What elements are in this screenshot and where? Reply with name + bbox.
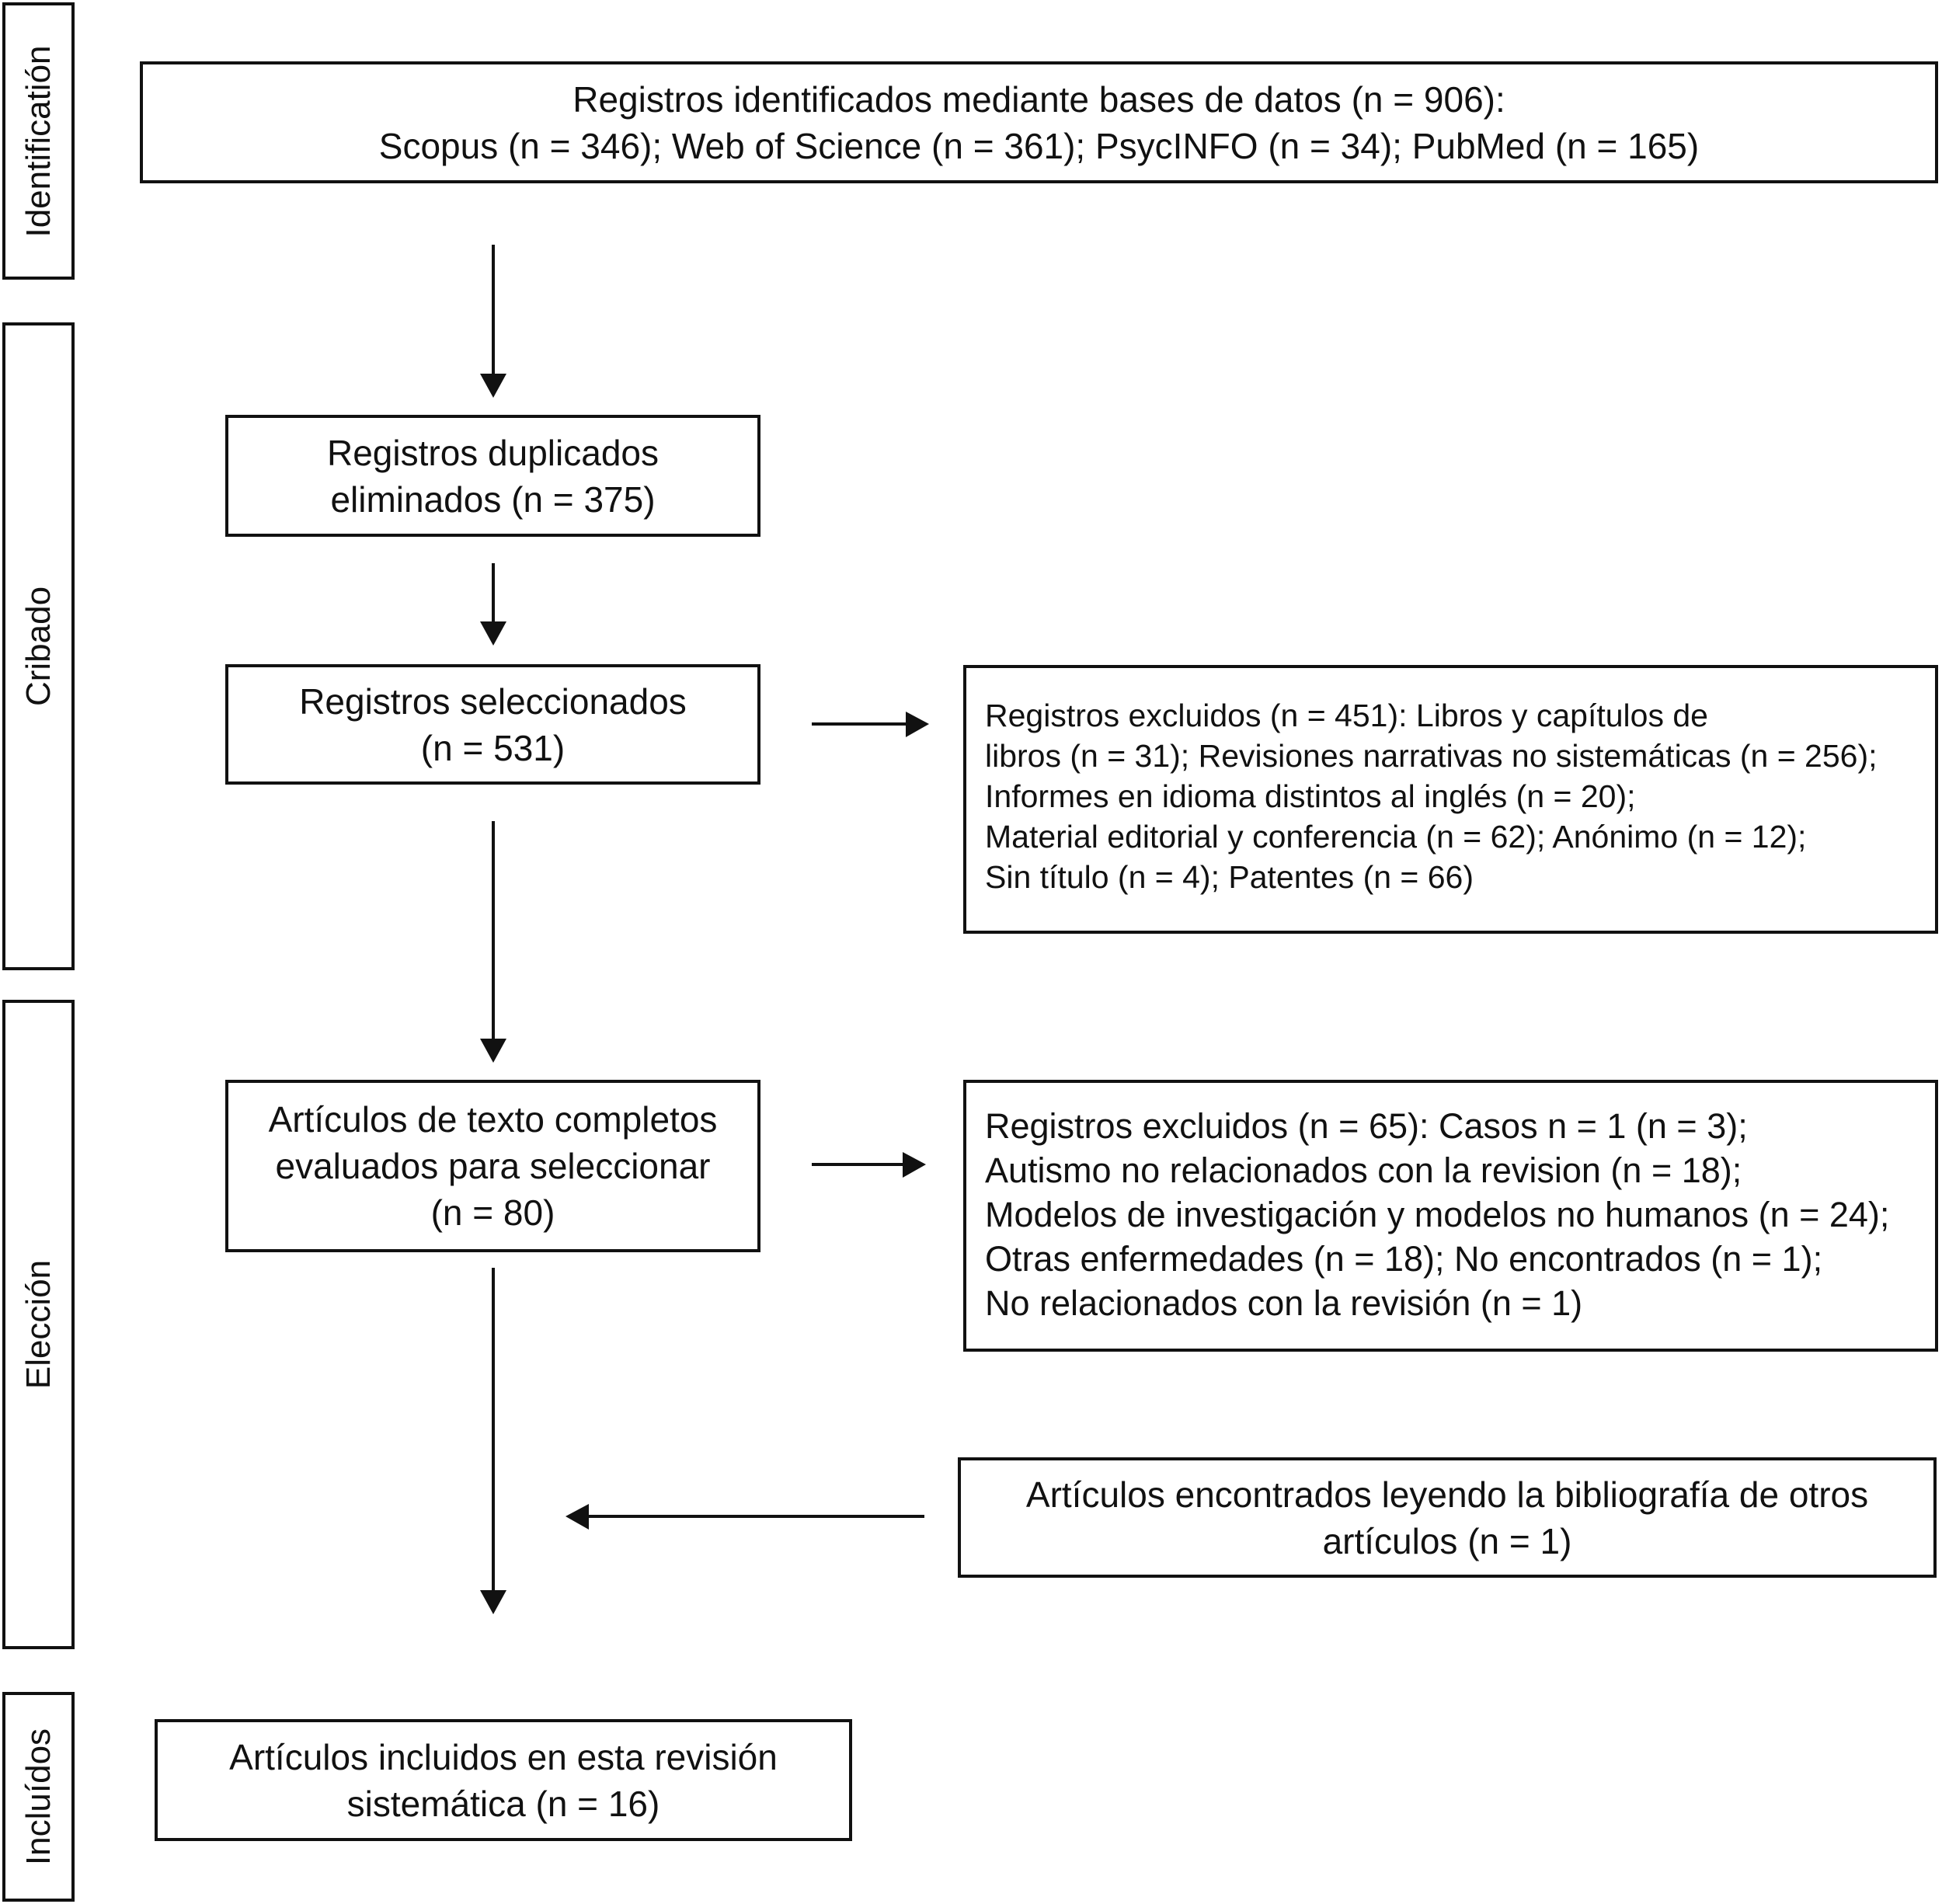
excluded-screening-line-4: Material editorial y conferencia (n = 62… xyxy=(985,819,1807,855)
fulltext-assessed-box: Artículos de texto completos evaluados p… xyxy=(225,1080,760,1252)
arrowhead-screened-to-fulltext xyxy=(480,1039,506,1063)
stage-label-screening: Cribado xyxy=(2,322,75,970)
included-articles-line-1: Artículos incluidos en esta revisión xyxy=(229,1736,778,1777)
excluded-screening-line-3: Informes en idioma distintos al inglés (… xyxy=(985,778,1636,814)
duplicates-removed-line-1: Registros duplicados xyxy=(326,432,659,473)
identified-records-line-2: Scopus (n = 346); Web of Science (n = 36… xyxy=(378,125,1700,166)
excluded-fulltext-line-3: Modelos de investigación y modelos no hu… xyxy=(985,1195,1890,1234)
arrowhead-fulltext-to-excluded xyxy=(903,1152,926,1178)
stage-label-identification: Identificatión xyxy=(2,2,75,280)
fulltext-assessed-line-3: (n = 80) xyxy=(430,1192,555,1233)
arrowhead-other-sources-to-flow xyxy=(566,1504,589,1530)
identified-records-line-1: Registros identificados mediante bases d… xyxy=(573,78,1505,120)
excluded-screening-line-5: Sin título (n = 4); Patentes (n = 66) xyxy=(985,859,1474,895)
excluded-screening-box: Registros excluidos (n = 451): Libros y … xyxy=(963,665,1938,934)
fulltext-assessed-line-1: Artículos de texto completos xyxy=(268,1099,718,1140)
arrowhead-screened-to-excluded xyxy=(906,712,929,737)
excluded-screening-line-1: Registros excluidos (n = 451): Libros y … xyxy=(985,698,1708,733)
stage-label-eligibility: Elección xyxy=(2,1000,75,1649)
duplicates-removed-line-2: eliminados (n = 375) xyxy=(330,479,656,520)
excluded-fulltext-line-1: Registros excluidos (n = 65): Casos n = … xyxy=(985,1106,1748,1146)
excluded-fulltext-line-4: Otras enfermedades (n = 18); No encontra… xyxy=(985,1239,1823,1279)
included-articles-box: Artículos incluidos en esta revisión sis… xyxy=(155,1719,852,1841)
screened-records-line-1: Registros seleccionados xyxy=(299,680,687,722)
other-sources-line-2: artículos (n = 1) xyxy=(1322,1520,1572,1561)
excluded-screening-line-2: libros (n = 31); Revisiones narrativas n… xyxy=(985,738,1878,774)
fulltext-assessed-line-2: evaluados para seleccionar xyxy=(275,1146,711,1186)
excluded-fulltext-box: Registros excluidos (n = 65): Casos n = … xyxy=(963,1080,1938,1352)
duplicates-removed-box: Registros duplicados eliminados (n = 375… xyxy=(225,415,760,537)
stage-label-included: Incluídos xyxy=(2,1692,75,1902)
excluded-fulltext-line-2: Autismo no relacionados con la revision … xyxy=(985,1150,1742,1190)
identified-records-box: Registros identificados mediante bases d… xyxy=(140,61,1938,183)
screened-records-box: Registros seleccionados (n = 531) xyxy=(225,664,760,785)
other-sources-box: Artículos encontrados leyendo la bibliog… xyxy=(958,1457,1937,1578)
arrowhead-duplicates-to-screened xyxy=(480,621,506,646)
excluded-fulltext-line-5: No relacionados con la revisión (n = 1) xyxy=(985,1283,1583,1323)
screened-records-line-2: (n = 531) xyxy=(420,727,566,768)
included-articles-line-2: sistemática (n = 16) xyxy=(346,1783,660,1824)
other-sources-line-1: Artículos encontrados leyendo la bibliog… xyxy=(1025,1474,1869,1515)
arrowhead-fulltext-to-included xyxy=(480,1590,506,1614)
arrowhead-identified-to-duplicates xyxy=(480,374,506,398)
